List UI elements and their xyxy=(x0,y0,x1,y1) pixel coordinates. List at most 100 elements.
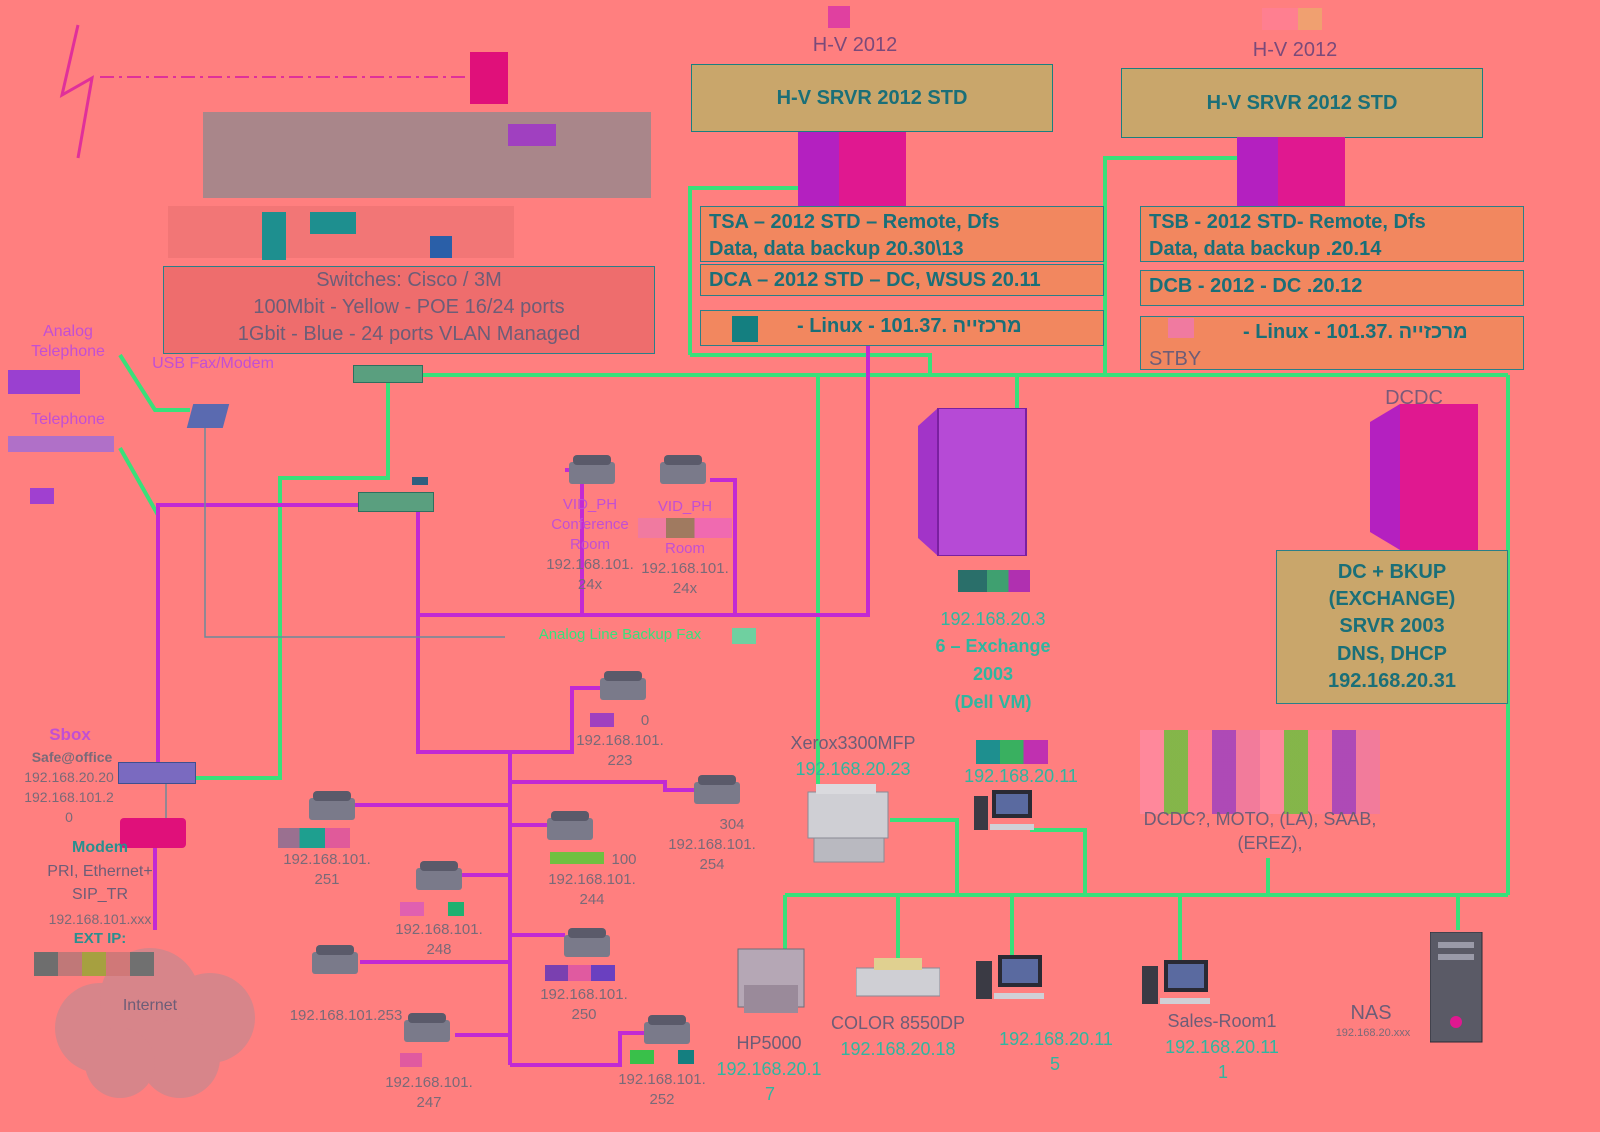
redacted-pixel xyxy=(400,1053,422,1067)
phone-icon[interactable] xyxy=(640,1012,694,1048)
sales-room-ip2: 1 xyxy=(1217,1062,1228,1082)
phone-icon[interactable] xyxy=(305,788,359,824)
nas-ip: 192.168.20.xxx xyxy=(1335,1027,1411,1039)
redacted-pixel xyxy=(430,236,452,258)
phone-icon[interactable] xyxy=(543,808,597,844)
phone-248-ip1: 192.168.101. xyxy=(395,921,483,938)
dcdc-l5: 192.168.20.31 xyxy=(1328,669,1456,692)
printer-icon[interactable] xyxy=(856,958,940,1002)
sales-room-name: Sales-Room1 xyxy=(1167,1011,1277,1031)
vid-ph-1-ip2: 24x xyxy=(577,576,603,593)
vid-ph-2-ip1: 192.168.101. xyxy=(641,560,729,577)
tsa-line2: Data, data backup 20.30\13 xyxy=(709,238,964,260)
desktop-pc-icon[interactable] xyxy=(974,790,1042,834)
phone-253-ip1: 192.168.101.253 xyxy=(289,1007,403,1024)
modem-icon[interactable] xyxy=(120,818,186,848)
color-printer-ip: 192.168.20.18 xyxy=(840,1039,956,1059)
phone-223-ip1: 192.168.101. xyxy=(576,732,664,749)
linux-right-box: - Linux - מרכזייה .101.37 STBY xyxy=(1140,316,1524,370)
phone-254-ip1: 192.168.101. xyxy=(668,836,756,853)
redacted-pixel xyxy=(262,212,286,260)
redacted-pixel xyxy=(278,828,350,848)
printer-icon[interactable] xyxy=(734,945,808,1019)
dcdc-box: DC + BKUP (EXCHANGE) SRVR 2003 DNS, DHCP… xyxy=(1276,550,1508,704)
redacted-pixel xyxy=(8,370,80,394)
phone-254-ip2: 254 xyxy=(699,856,725,873)
phone-244-top: 100 xyxy=(611,851,637,868)
redacted-pixel xyxy=(448,902,464,916)
linux-right-stby: STBY xyxy=(1149,348,1202,370)
tsa-line1: TSA – 2012 STD – Remote, Dfs xyxy=(709,211,1000,233)
lightning-icon xyxy=(59,24,95,159)
switch-port-icon xyxy=(412,477,428,485)
nas-name: NAS xyxy=(1350,1002,1392,1024)
tsa-box: TSA – 2012 STD – Remote, Dfs Data, data … xyxy=(700,206,1104,262)
telephone-label: Telephone xyxy=(31,411,105,428)
sbox-line4: 0 xyxy=(65,809,73,825)
linux-left-text: - Linux - מרכזייה .101.37 xyxy=(797,315,1022,337)
phone-251-ip2: 251 xyxy=(314,871,340,888)
hosts-line1: DCDC?, MOTO, (LA), SAAB, xyxy=(1143,809,1377,829)
hv-left-box: H-V SRVR 2012 STD xyxy=(691,64,1053,132)
video-phone-icon[interactable] xyxy=(656,452,710,488)
hp5000-name: HP5000 xyxy=(736,1033,802,1053)
dcdc-l1: DC + BKUP xyxy=(1337,561,1447,583)
desktop-pc-icon[interactable] xyxy=(976,955,1052,1001)
top-device xyxy=(470,52,508,104)
phone-223-ip2: 223 xyxy=(607,752,633,769)
phone-252-ip1: 192.168.101. xyxy=(618,1071,706,1088)
hv-right-box: H-V SRVR 2012 STD xyxy=(1121,68,1483,138)
dcdc-l3: SRVR 2003 xyxy=(1339,615,1445,638)
sbox-line1: Safe@office xyxy=(31,749,113,765)
redacted-pixel xyxy=(590,713,614,727)
usb-fax-modem-icon[interactable] xyxy=(186,404,230,428)
hosts-line2: (EREZ), xyxy=(1237,833,1303,853)
vid-ph-2-name: VID_PH xyxy=(657,498,713,515)
color-printer-name: COLOR 8550DP xyxy=(830,1013,966,1033)
phone-254-top: 304 xyxy=(719,816,745,833)
vid-ph-1-room2: Room xyxy=(569,536,610,553)
phone-icon[interactable] xyxy=(560,925,614,961)
desktop-pc-icon[interactable] xyxy=(1142,960,1218,1006)
linux-left-box: - Linux - מרכזייה .101.37 xyxy=(700,310,1104,346)
nas-icon[interactable] xyxy=(1430,932,1484,1044)
phone-icon[interactable] xyxy=(400,1010,454,1046)
xerox-name: Xerox3300MFP xyxy=(790,733,916,753)
phone-icon[interactable] xyxy=(412,858,466,894)
phone-icon[interactable] xyxy=(596,668,650,704)
modem-ext: EXT IP: xyxy=(73,930,127,947)
tsb-box: TSB - 2012 STD- Remote, Dfs Data, data b… xyxy=(1140,206,1524,262)
hv-right-caption: H-V 2012 xyxy=(1252,39,1338,61)
phone-244-ip2: 244 xyxy=(579,891,605,908)
phone-icon[interactable] xyxy=(690,772,744,808)
vid-ph-2-ip2: 24x xyxy=(672,580,698,597)
tower-server-icon[interactable] xyxy=(1370,404,1480,550)
redacted-banner xyxy=(203,112,651,198)
phone-250-ip2: 250 xyxy=(571,1006,597,1023)
tower-server-icon[interactable] xyxy=(918,408,1028,556)
server-icon xyxy=(798,132,906,207)
dcdc-caption: DCDC xyxy=(1385,387,1443,409)
switch-icon[interactable] xyxy=(353,365,423,383)
redacted-pixel xyxy=(8,436,114,452)
redacted-pixel xyxy=(34,952,154,976)
switches-line3: 1Gbit - Blue - 24 ports VLAN Managed xyxy=(237,323,581,345)
switch-icon[interactable] xyxy=(358,492,434,512)
server-icon xyxy=(1237,137,1345,207)
redacted-pixel xyxy=(732,628,756,644)
sbox-firewall-icon[interactable] xyxy=(118,762,196,784)
usb-fax-label: USB Fax/Modem xyxy=(152,355,274,372)
printer-icon[interactable] xyxy=(806,782,890,864)
tsb-line1: TSB - 2012 STD- Remote, Dfs xyxy=(1149,211,1426,233)
dcb-box: DCB - 2012 - DC .20.12 xyxy=(1140,270,1524,306)
phone-icon[interactable] xyxy=(308,942,362,978)
redacted-pixel xyxy=(30,488,54,504)
modem-title: Modem xyxy=(72,839,128,856)
phone-251-ip1: 192.168.101. xyxy=(283,851,371,868)
pc-20-11-ip: 192.168.20.11 xyxy=(964,766,1078,786)
dcdc-l2: (EXCHANGE) xyxy=(1328,588,1456,611)
redacted-pixel xyxy=(732,316,758,342)
video-phone-icon[interactable] xyxy=(565,452,619,488)
